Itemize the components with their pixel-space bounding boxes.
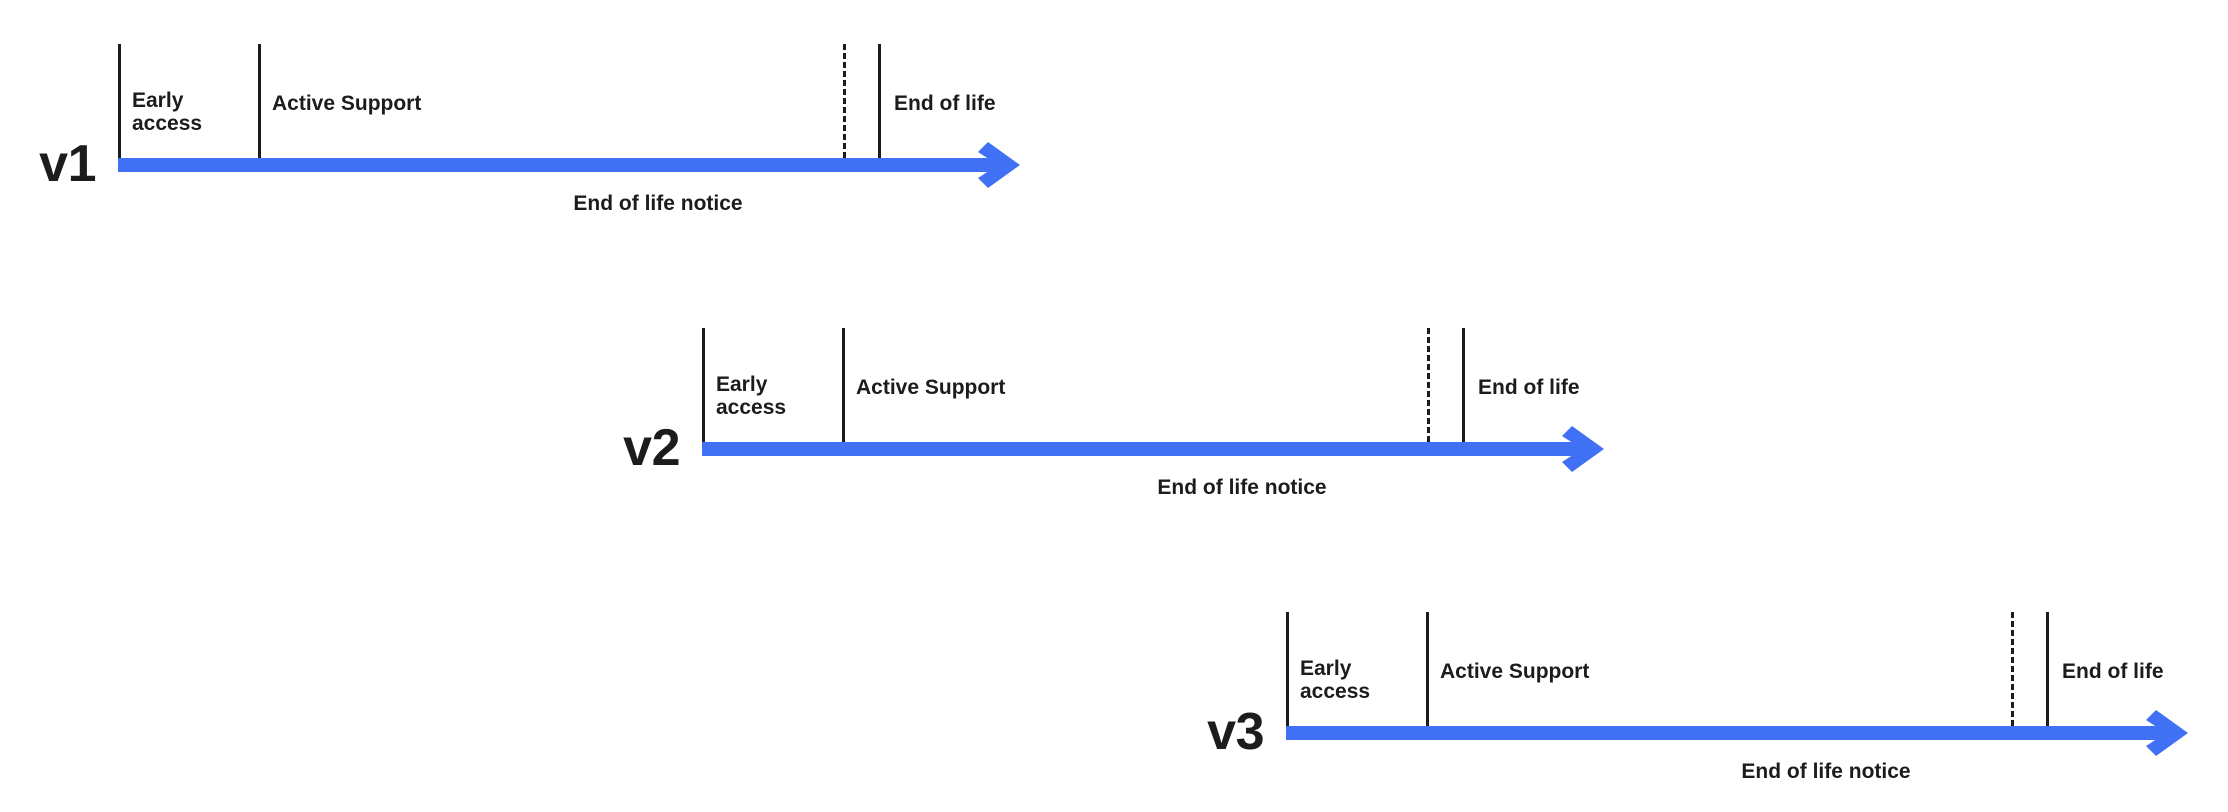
phase-divider: [118, 44, 121, 158]
phase-label: Active Support: [1440, 660, 1590, 684]
phase-label: Active Support: [272, 92, 422, 116]
phase-divider: [1462, 328, 1465, 442]
phase-label: Early access: [1300, 656, 1371, 704]
phase-divider: [2046, 612, 2049, 726]
phase-divider: [258, 44, 261, 158]
end-of-life-notice-marker: [843, 44, 846, 158]
end-of-life-notice-marker: [2011, 612, 2014, 726]
phase-label: Active Support: [856, 376, 1006, 400]
phase-label: End of life: [1478, 376, 1580, 400]
version-label-v1: v1: [39, 135, 96, 193]
end-of-life-notice-label: End of life notice: [1741, 760, 1911, 783]
phase-divider: [1426, 612, 1429, 726]
phase-label: End of life: [894, 92, 996, 116]
phase-label: End of life: [2062, 660, 2164, 684]
timeline-arrowhead-icon: [974, 138, 1028, 192]
timeline-bar: [702, 442, 1582, 456]
phase-divider: [702, 328, 705, 442]
version-label-v3: v3: [1207, 703, 1264, 761]
timeline-bar: [118, 158, 998, 172]
phase-divider: [878, 44, 881, 158]
end-of-life-notice-marker: [1427, 328, 1430, 442]
end-of-life-notice-label: End of life notice: [573, 192, 743, 215]
phase-divider: [1286, 612, 1289, 726]
timeline-arrowhead-icon: [1558, 422, 1612, 476]
timeline-bar: [1286, 726, 2166, 740]
phase-label: Early access: [132, 88, 203, 136]
version-label-v2: v2: [623, 419, 680, 477]
timeline-arrowhead-icon: [2142, 706, 2196, 760]
phase-divider: [842, 328, 845, 442]
phase-label: Early access: [716, 372, 787, 420]
end-of-life-notice-label: End of life notice: [1157, 476, 1327, 499]
